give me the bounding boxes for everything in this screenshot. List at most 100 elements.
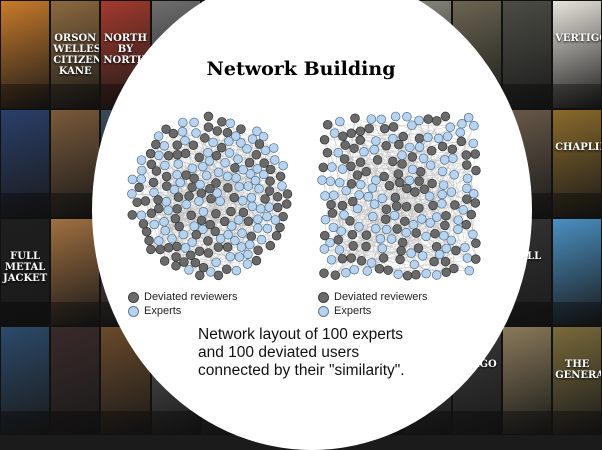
expert-node: [263, 212, 272, 221]
expert-node: [253, 215, 262, 224]
poster-strip: [51, 84, 99, 107]
poster-strip: [553, 84, 601, 107]
expert-node: [244, 250, 253, 259]
deviated-node: [247, 232, 256, 241]
deviated-node: [211, 209, 220, 218]
deviated-node: [220, 217, 229, 226]
legend-right: Deviated reviewers Experts: [318, 290, 428, 318]
deviated-node: [462, 220, 471, 229]
expert-node: [426, 218, 435, 227]
expert-node: [194, 197, 203, 206]
deviated-node: [266, 241, 275, 250]
deviated-node: [328, 209, 337, 218]
deviated-node: [356, 136, 365, 145]
deviated-node: [391, 193, 400, 202]
expert-node: [234, 155, 243, 164]
expert-node: [464, 113, 473, 122]
poster-title: THE GENERAL: [555, 359, 599, 381]
deviated-node: [189, 141, 198, 150]
expert-node: [270, 156, 279, 165]
deviated-node: [442, 211, 451, 220]
poster-strip: [101, 411, 149, 434]
deviated-node: [394, 140, 403, 149]
expert-node: [137, 175, 146, 184]
deviated-node: [347, 254, 356, 263]
poster-strip: [553, 193, 601, 216]
expert-node: [237, 243, 246, 252]
deviated-node: [204, 237, 213, 246]
expert-node: [327, 163, 336, 172]
expert-node: [190, 118, 199, 127]
deviated-node: [394, 170, 403, 179]
expert-node: [367, 258, 376, 267]
expert-node: [168, 234, 177, 243]
deviated-node: [450, 201, 459, 210]
legend-label: Experts: [334, 305, 371, 317]
expert-node: [256, 204, 265, 213]
expert-node: [350, 265, 359, 274]
expert-node: [150, 220, 159, 229]
deviated-node: [181, 149, 190, 158]
poster-strip: [51, 411, 99, 434]
deviated-node: [440, 221, 449, 230]
deviated-node: [266, 177, 275, 186]
expert-node: [356, 180, 365, 189]
movie-poster: FULL METAL JACKET: [0, 218, 50, 327]
deviated-node: [162, 172, 171, 181]
expert-node: [405, 176, 414, 185]
movie-poster: [0, 326, 50, 435]
expert-node: [203, 148, 212, 157]
deviated-node: [244, 217, 253, 226]
deviated-node: [402, 184, 411, 193]
expert-node: [426, 161, 435, 170]
deviated-node: [415, 134, 424, 143]
expert-node: [202, 171, 211, 180]
deviated-node: [282, 200, 291, 209]
expert-node: [318, 176, 327, 185]
poster-strip: [553, 302, 601, 325]
deviated-node: [384, 266, 393, 275]
expert-node: [355, 222, 364, 231]
expert-node: [371, 224, 380, 233]
movie-poster: [502, 0, 552, 109]
deviated-node: [319, 163, 328, 172]
expert-node: [454, 225, 463, 234]
expert-node: [326, 177, 335, 186]
expert-node: [182, 200, 191, 209]
expert-node: [164, 206, 173, 215]
deviated-node: [347, 180, 356, 189]
expert-node: [335, 245, 344, 254]
deviated-node: [204, 249, 213, 258]
expert-node: [422, 232, 431, 241]
deviated-node: [149, 178, 158, 187]
expert-node: [154, 151, 163, 160]
expert-node: [402, 112, 411, 121]
deviated-node: [180, 258, 189, 267]
expert-node: [435, 250, 444, 259]
deviated-node: [205, 184, 214, 193]
expert-node: [235, 253, 244, 262]
deviated-node: [395, 178, 404, 187]
expert-node: [253, 224, 262, 233]
expert-node: [128, 175, 137, 184]
deviated-node: [385, 181, 394, 190]
expert-node: [214, 168, 223, 177]
deviated-node: [276, 172, 285, 181]
deviated-node: [171, 214, 180, 223]
deviated-node: [327, 200, 336, 209]
deviated-node: [266, 165, 275, 174]
deviated-node: [185, 192, 194, 201]
expert-node: [137, 211, 146, 220]
legend-left: Deviated reviewers Experts: [128, 290, 238, 318]
deviated-node: [356, 127, 365, 136]
deviated-node: [164, 243, 173, 252]
deviated-node: [451, 246, 460, 255]
expert-node: [178, 127, 187, 136]
expert-node: [271, 216, 280, 225]
expert-node: [391, 112, 400, 121]
deviated-node: [424, 115, 433, 124]
expert-node: [245, 240, 254, 249]
expert-node: [438, 190, 447, 199]
deviated-node: [338, 254, 347, 263]
expert-node: [341, 268, 350, 277]
